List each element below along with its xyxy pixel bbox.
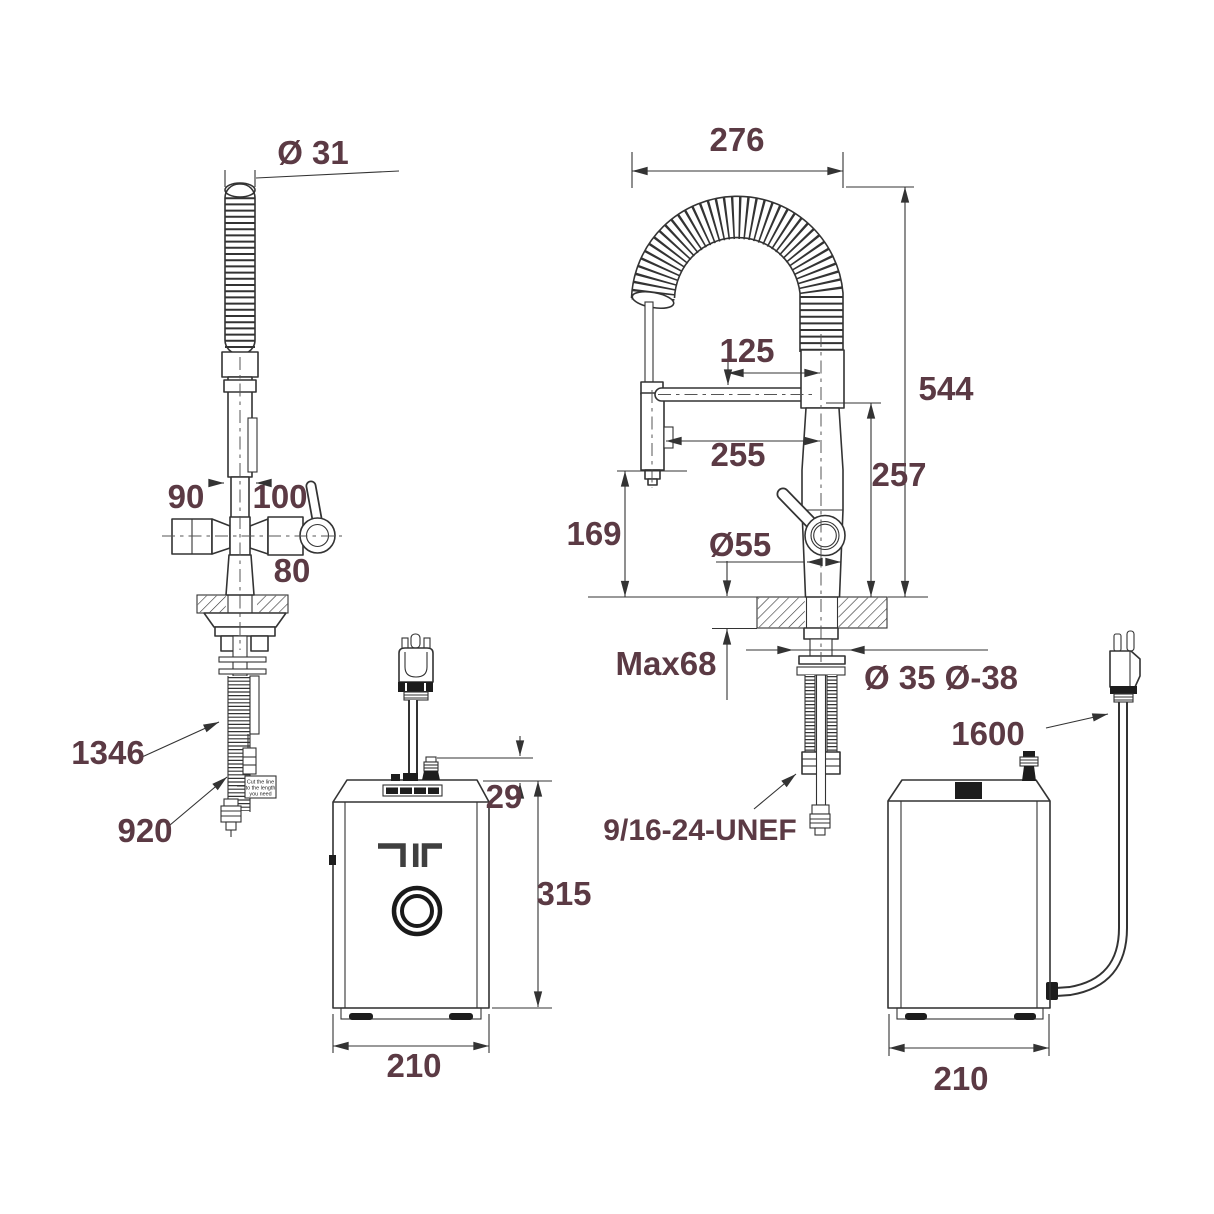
dim-arm-reach: 255 — [710, 436, 765, 473]
vent-opening — [955, 782, 982, 799]
tank-side-body — [887, 751, 1051, 1020]
dim-arm-inset: 125 — [719, 332, 774, 369]
faucet-front-view: 276 544 257 125 255 169 Ø55 Max68 Ø 35 Ø… — [566, 121, 1109, 847]
dim-tank-depth: 210 — [933, 1060, 988, 1097]
hose-tag-line3: you need — [249, 792, 271, 798]
hose-tag-line2: to the length — [246, 786, 276, 792]
spring-coil-arch — [630, 195, 844, 352]
hose-end-fitting — [220, 798, 242, 837]
water-outlet-fitting-side — [1019, 751, 1039, 781]
dim-arm-height: 257 — [871, 456, 926, 493]
counter-cross-section-front — [756, 596, 888, 629]
dim-tank-width: 210 — [386, 1047, 441, 1084]
tank-front-body — [329, 756, 490, 1020]
side-lever-handle — [305, 480, 323, 525]
power-plug-side-icon — [1109, 630, 1141, 703]
dim-total-height: 544 — [918, 370, 974, 407]
hose-tag-line1: Cut the line — [247, 780, 274, 786]
tank-side-view: 210 — [887, 630, 1141, 1097]
dim-fitting-height: 29 — [486, 778, 523, 815]
mixer-lever-handle — [776, 487, 846, 557]
tank-side-dimensions: 210 — [888, 1014, 1050, 1097]
dim-shank-thread: 9/16-24-UNEF — [603, 814, 796, 847]
vent-slots — [382, 784, 443, 797]
dim-spout-diameter: Ø 31 — [277, 134, 349, 171]
dim-left-offset: 90 — [168, 478, 205, 515]
dim-right-offset: 100 — [252, 478, 307, 515]
faucet-side-view: Cut the line to the length you need Ø 31 — [71, 134, 400, 849]
dim-spring-width: 276 — [709, 121, 764, 158]
front-view-dimensions: 276 544 257 125 255 169 Ø55 Max68 Ø 35 Ø… — [566, 121, 1109, 847]
dim-tank-height: 315 — [536, 875, 591, 912]
dim-max-counter: Max68 — [616, 645, 717, 682]
spring-coil-wand — [224, 182, 256, 355]
power-plug-icon — [398, 633, 434, 778]
dim-body-width: 80 — [274, 552, 311, 589]
dim-hose-length: 920 — [117, 812, 172, 849]
dim-cable-length: 1600 — [951, 715, 1024, 752]
power-cable — [1046, 700, 1128, 1000]
hose-instruction-tag: Cut the line to the length you need — [237, 775, 277, 799]
power-button — [391, 885, 443, 937]
coil-holder — [800, 349, 845, 409]
side-view-dimensions: Ø 31 90 100 80 1346 920 — [71, 134, 400, 849]
dim-hose-full-length: 1346 — [71, 734, 144, 771]
water-outlet-fitting — [422, 756, 440, 780]
dim-hole-diameter: Ø 35 Ø-38 — [864, 659, 1018, 696]
dim-body-diameter: Ø55 — [709, 526, 771, 563]
tank-front-dimensions: 29 315 210 — [332, 736, 592, 1084]
tank-front-view: 29 315 210 — [329, 633, 592, 1084]
brand-logo — [378, 843, 442, 867]
faucet-body — [801, 407, 844, 598]
dim-head-clearance: 169 — [566, 515, 621, 552]
